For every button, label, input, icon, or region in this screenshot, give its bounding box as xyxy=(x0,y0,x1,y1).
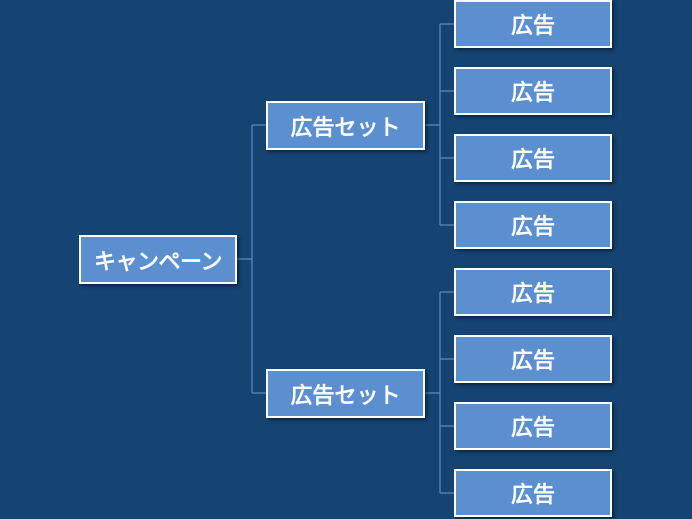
ad-node: 広告 xyxy=(454,67,612,115)
ad-node: 広告 xyxy=(454,469,612,517)
ad-set-node: 広告セット xyxy=(266,101,425,150)
ad-node: 広告 xyxy=(454,335,612,383)
ad-node: 広告 xyxy=(454,134,612,182)
campaign-node: キャンペーン xyxy=(79,235,237,284)
ad-node: 広告 xyxy=(454,268,612,316)
ad-node: 広告 xyxy=(454,0,612,48)
ad-node: 広告 xyxy=(454,402,612,450)
ad-set-node: 広告セット xyxy=(266,369,425,418)
ad-node: 広告 xyxy=(454,201,612,249)
